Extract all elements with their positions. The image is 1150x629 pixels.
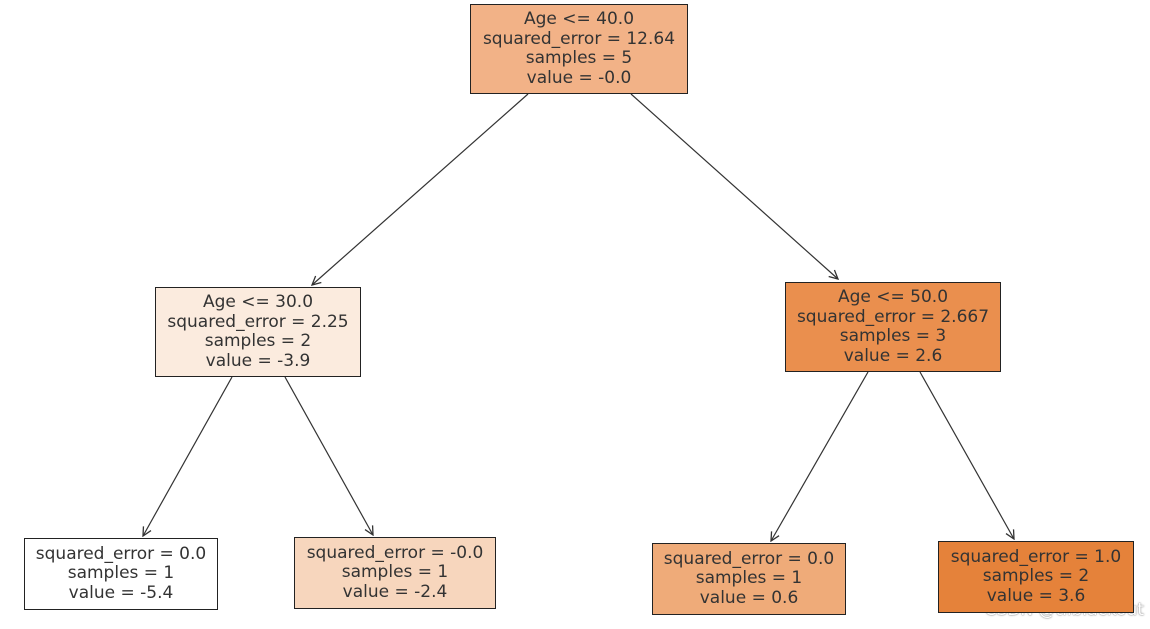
node-text-line: squared_error = 12.64 [482,28,676,49]
node-text-line: squared_error = 2.667 [796,306,990,327]
node-text-line: value = -2.4 [342,581,448,602]
node-text-line: squared_error = 0.0 [663,548,835,569]
node-text-line: samples = 1 [695,568,803,589]
node-text-line: squared_error = 0.0 [35,543,207,564]
node-text-line: samples = 2 [982,566,1090,587]
node-text-line: squared_error = 2.25 [167,311,349,332]
node-text-line: samples = 1 [341,562,449,583]
node-text-line: value = 0.6 [699,587,799,608]
node-text-line: samples = 2 [204,331,312,351]
node-text-line: Age <= 40.0 [523,9,635,29]
node-text-line: squared_error = -0.0 [306,542,484,563]
node-text-line: samples = 1 [67,563,175,584]
edge-right-leaf3 [771,371,869,541]
node-text-line: Age <= 30.0 [202,292,314,312]
edge-root-left [312,93,529,285]
edge-left-leaf1 [143,376,233,536]
node-text-line: value = -5.4 [68,582,174,603]
node-text-line: samples = 3 [839,326,947,346]
node-text-line: samples = 5 [525,48,633,68]
edge-root-right [630,93,838,279]
edge-left-leaf2 [284,376,373,535]
node-text-line: value = -3.9 [205,350,311,371]
node-text-line: squared_error = 1.0 [950,546,1122,567]
node-text-line: Age <= 50.0 [837,287,949,307]
node-text-line: value = 2.6 [843,345,943,366]
node-text-line: value = 3.6 [986,585,1086,606]
node-text-line: value = -0.0 [526,67,632,88]
edge-right-leaf4 [919,371,1014,539]
